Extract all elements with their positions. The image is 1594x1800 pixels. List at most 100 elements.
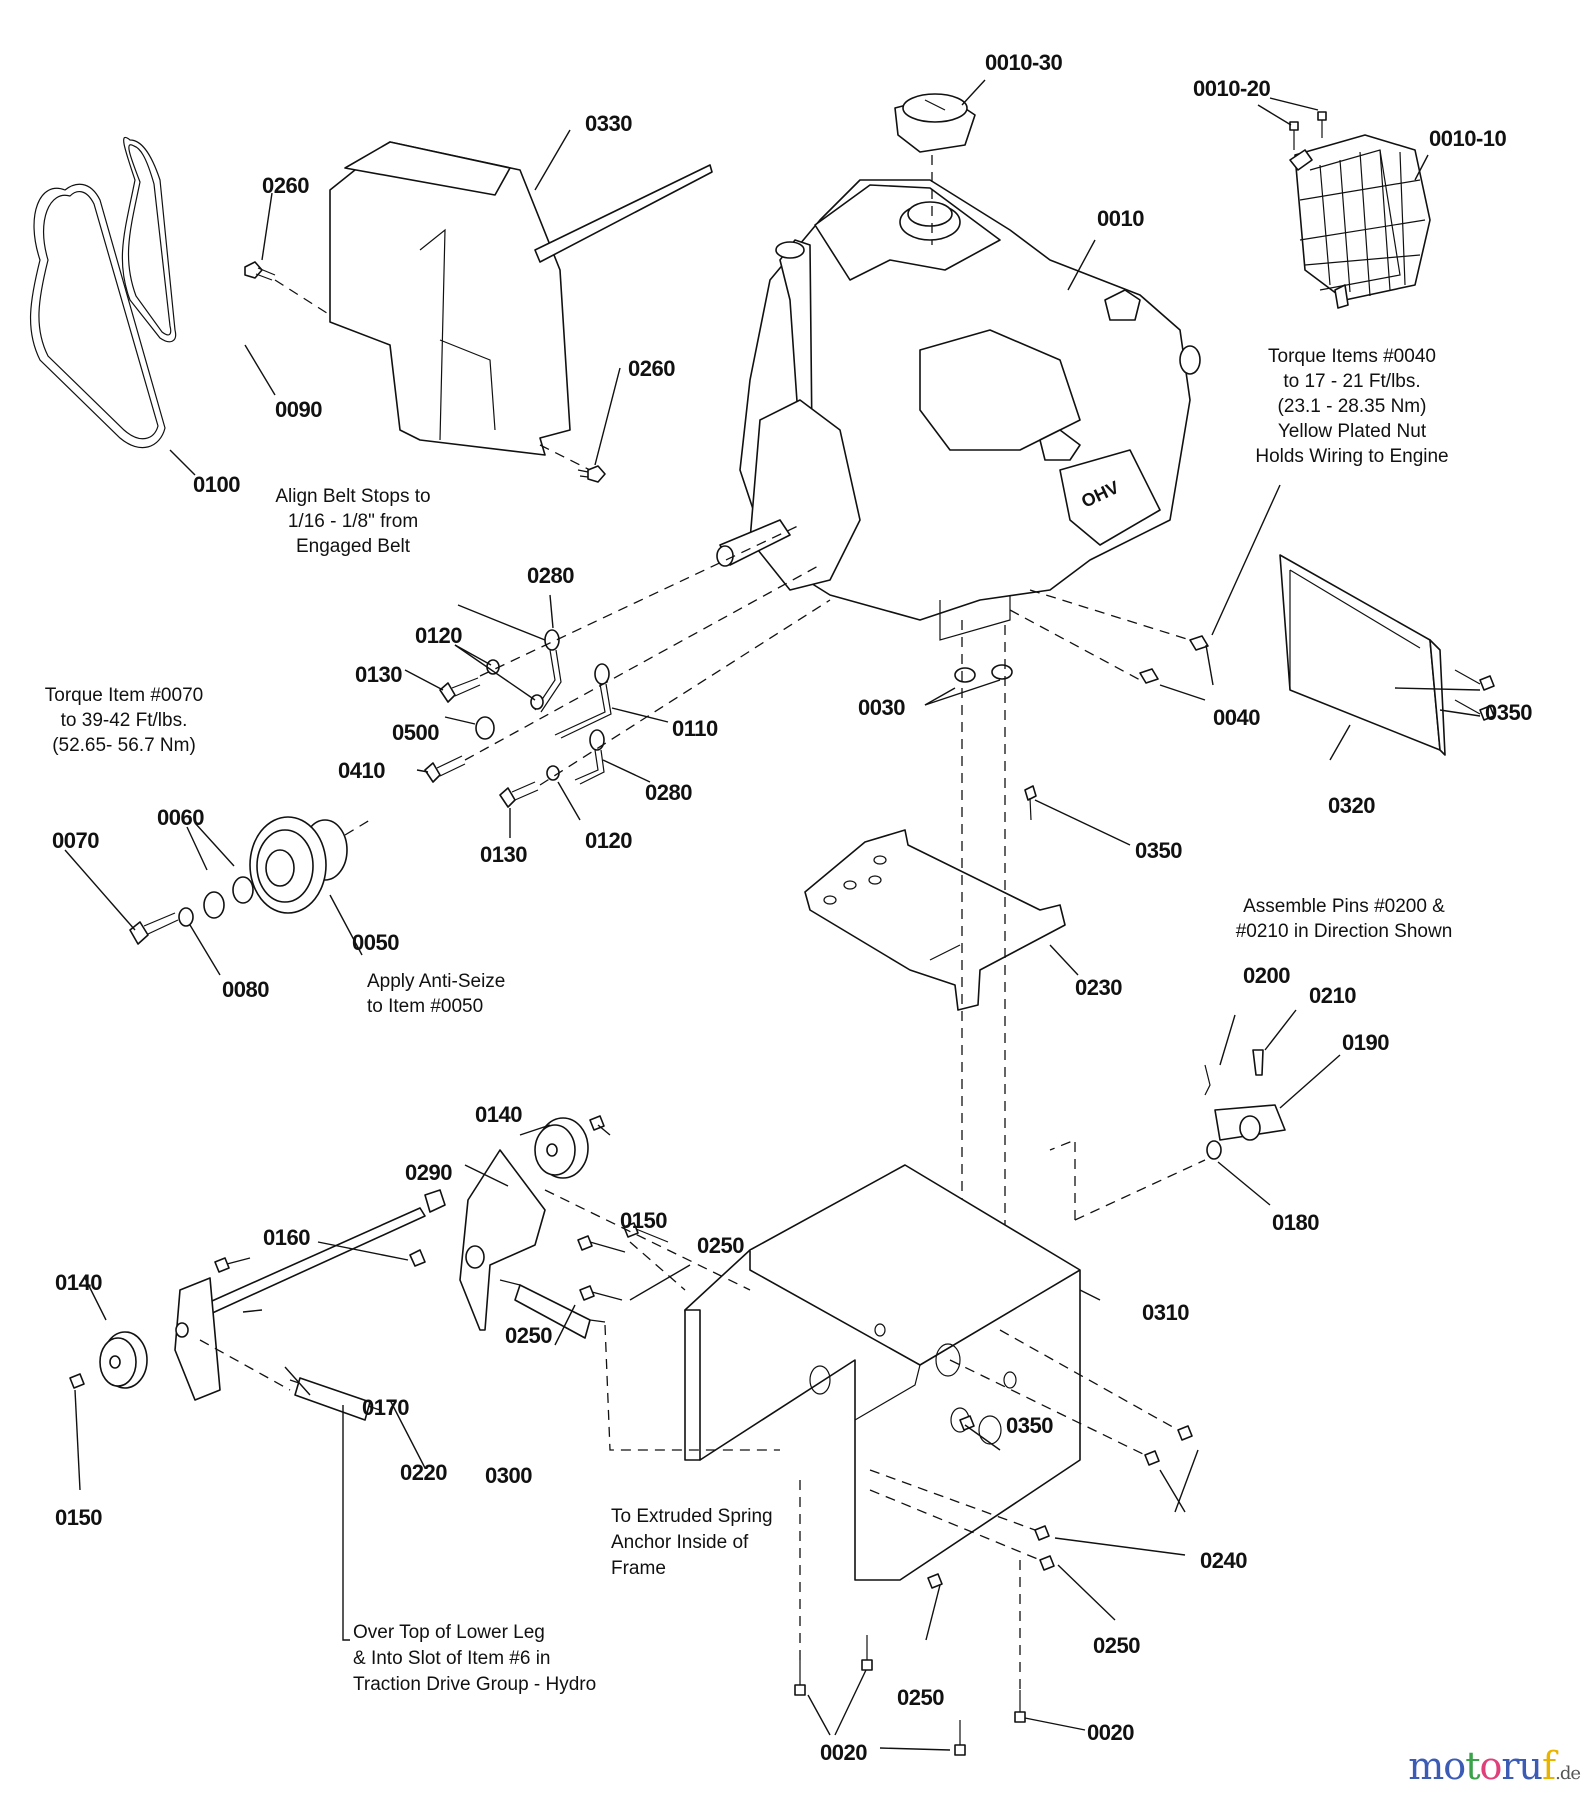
label-0050[interactable]: 0050 bbox=[352, 930, 400, 955]
springs-0220-0300 bbox=[199, 1279, 780, 1451]
label-0150-lower[interactable]: 0150 bbox=[55, 1505, 103, 1530]
shaft-0170 bbox=[174, 1189, 446, 1401]
label-0010-30[interactable]: 0010-30 bbox=[985, 50, 1063, 75]
logo-letter: f bbox=[1542, 1744, 1556, 1788]
idler-pulley-0140-upper bbox=[534, 1115, 605, 1179]
svg-text:Engaged Belt: Engaged Belt bbox=[296, 536, 411, 557]
label-0280-upper[interactable]: 0280 bbox=[527, 563, 575, 588]
label-0020-right[interactable]: 0020 bbox=[1087, 1720, 1135, 1745]
svg-text:Frame: Frame bbox=[611, 1558, 666, 1579]
motoruf-logo: motoruf.de bbox=[1408, 1744, 1581, 1788]
label-0240[interactable]: 0240 bbox=[1200, 1548, 1248, 1573]
label-0250-right[interactable]: 0250 bbox=[1093, 1633, 1141, 1658]
logo-suffix: .de bbox=[1555, 1763, 1581, 1784]
label-0100[interactable]: 0100 bbox=[193, 472, 241, 497]
svg-text:(23.1 - 28.35 Nm): (23.1 - 28.35 Nm) bbox=[1278, 396, 1427, 417]
belt-stop-0110 bbox=[554, 663, 612, 739]
screws-0010-20 bbox=[1289, 111, 1327, 150]
logo-letter: m bbox=[1408, 1744, 1444, 1788]
label-0170[interactable]: 0170 bbox=[362, 1395, 410, 1420]
svg-text:Yellow Plated Nut: Yellow Plated Nut bbox=[1278, 421, 1427, 442]
svg-text:1/16 - 1/8" from: 1/16 - 1/8" from bbox=[288, 511, 418, 532]
label-0280-lower[interactable]: 0280 bbox=[645, 780, 693, 805]
label-0120-upper[interactable]: 0120 bbox=[415, 623, 463, 648]
label-0330[interactable]: 0330 bbox=[585, 111, 633, 136]
label-0250-left[interactable]: 0250 bbox=[505, 1323, 553, 1348]
svg-text:Torque Item #0070: Torque Item #0070 bbox=[45, 685, 203, 706]
label-0140-lower[interactable]: 0140 bbox=[55, 1270, 103, 1295]
label-0250-bottom[interactable]: 0250 bbox=[897, 1685, 945, 1710]
label-0220[interactable]: 0220 bbox=[400, 1460, 448, 1485]
label-0030[interactable]: 0030 bbox=[858, 695, 906, 720]
logo-letters: motoruf bbox=[1408, 1744, 1556, 1788]
label-0310[interactable]: 0310 bbox=[1142, 1300, 1190, 1325]
bolts-0350-upper bbox=[1024, 669, 1495, 821]
svg-text:Over Top of Lower Leg: Over Top of Lower Leg bbox=[353, 1622, 545, 1643]
label-0120-lower[interactable]: 0120 bbox=[585, 828, 633, 853]
label-0070[interactable]: 0070 bbox=[52, 828, 100, 853]
leader-lines bbox=[64, 79, 1481, 1751]
label-0350-frame[interactable]: 0350 bbox=[1006, 1413, 1054, 1438]
svg-text:Apply Anti-Seize: Apply Anti-Seize bbox=[367, 971, 505, 992]
svg-text:#0210 in Direction Shown: #0210 in Direction Shown bbox=[1236, 921, 1453, 942]
note-assemble-pins: Assemble Pins #0200 & #0210 in Direction… bbox=[1236, 896, 1453, 942]
label-0180[interactable]: 0180 bbox=[1272, 1210, 1320, 1235]
frame-0310 bbox=[684, 1164, 1081, 1581]
svg-text:Align Belt Stops to: Align Belt Stops to bbox=[275, 486, 430, 507]
label-0010-10[interactable]: 0010-10 bbox=[1429, 126, 1507, 151]
label-0190[interactable]: 0190 bbox=[1342, 1030, 1390, 1055]
logo-letter: t bbox=[1465, 1744, 1480, 1788]
label-0350-plate[interactable]: 0350 bbox=[1135, 838, 1183, 863]
part-labels: 0010-30 0010-20 0010-10 0010 0330 0260 0… bbox=[52, 50, 1533, 1765]
washers-0060-0080-bolt-0070 bbox=[129, 876, 254, 945]
hardware-set-center bbox=[424, 524, 831, 808]
label-0200[interactable]: 0200 bbox=[1243, 963, 1291, 988]
label-0230[interactable]: 0230 bbox=[1075, 975, 1123, 1000]
svg-text:Holds Wiring to Engine: Holds Wiring to Engine bbox=[1255, 446, 1448, 467]
label-0130-upper[interactable]: 0130 bbox=[355, 662, 403, 687]
svg-text:Anchor Inside of: Anchor Inside of bbox=[611, 1532, 749, 1553]
label-0010-20[interactable]: 0010-20 bbox=[1193, 76, 1271, 101]
label-0010[interactable]: 0010 bbox=[1097, 206, 1145, 231]
bolts-0250-0160 bbox=[214, 1189, 751, 1301]
label-0080[interactable]: 0080 bbox=[222, 977, 270, 1002]
svg-text:(52.65- 56.7 Nm): (52.65- 56.7 Nm) bbox=[52, 735, 196, 756]
label-0500[interactable]: 0500 bbox=[392, 720, 440, 745]
logo-letter: o bbox=[1479, 1744, 1502, 1788]
idler-arm-0290 bbox=[459, 1149, 546, 1331]
label-0060[interactable]: 0060 bbox=[157, 805, 205, 830]
note-torque-0040: Torque Items #0040 to 17 - 21 Ft/lbs. (2… bbox=[1255, 346, 1448, 467]
note-torque-0070: Torque Item #0070 to 39-42 Ft/lbs. (52.6… bbox=[45, 685, 203, 756]
label-0290[interactable]: 0290 bbox=[405, 1160, 453, 1185]
logo-letter: o bbox=[1443, 1744, 1466, 1788]
svg-text:& Into Slot of Item #6 in: & Into Slot of Item #6 in bbox=[353, 1648, 551, 1669]
label-0300[interactable]: 0300 bbox=[485, 1463, 533, 1488]
belt-cover-0330 bbox=[329, 141, 713, 456]
label-0150-upper[interactable]: 0150 bbox=[620, 1208, 668, 1233]
bolt-0260-bottom bbox=[539, 444, 606, 483]
engine-0010: OHV bbox=[716, 179, 1201, 641]
bolt-0260-top bbox=[244, 261, 331, 316]
label-0040[interactable]: 0040 bbox=[1213, 705, 1261, 730]
label-0210[interactable]: 0210 bbox=[1309, 983, 1357, 1008]
label-0090[interactable]: 0090 bbox=[275, 397, 323, 422]
note-align-belt: Align Belt Stops to 1/16 - 1/8" from Eng… bbox=[275, 486, 430, 557]
label-0260-top[interactable]: 0260 bbox=[262, 173, 310, 198]
logo-letter: r bbox=[1501, 1744, 1519, 1788]
label-0160[interactable]: 0160 bbox=[263, 1225, 311, 1250]
label-0140-upper[interactable]: 0140 bbox=[475, 1102, 523, 1127]
nuts-0040-washers-0030 bbox=[954, 589, 1209, 684]
label-0130-lower[interactable]: 0130 bbox=[480, 842, 528, 867]
svg-text:Traction Drive Group - Hydro: Traction Drive Group - Hydro bbox=[353, 1674, 596, 1695]
svg-text:to Item #0050: to Item #0050 bbox=[367, 996, 483, 1017]
label-0250-upper[interactable]: 0250 bbox=[697, 1233, 745, 1258]
label-0020-left[interactable]: 0020 bbox=[820, 1740, 868, 1765]
note-extruded-spring: To Extruded Spring Anchor Inside of Fram… bbox=[611, 1506, 773, 1579]
label-0260-bottom[interactable]: 0260 bbox=[628, 356, 676, 381]
label-0350-right[interactable]: 0350 bbox=[1485, 700, 1533, 725]
label-0320[interactable]: 0320 bbox=[1328, 793, 1376, 818]
belt-0090 bbox=[121, 136, 177, 343]
label-0410[interactable]: 0410 bbox=[338, 758, 386, 783]
label-0110[interactable]: 0110 bbox=[672, 716, 718, 741]
